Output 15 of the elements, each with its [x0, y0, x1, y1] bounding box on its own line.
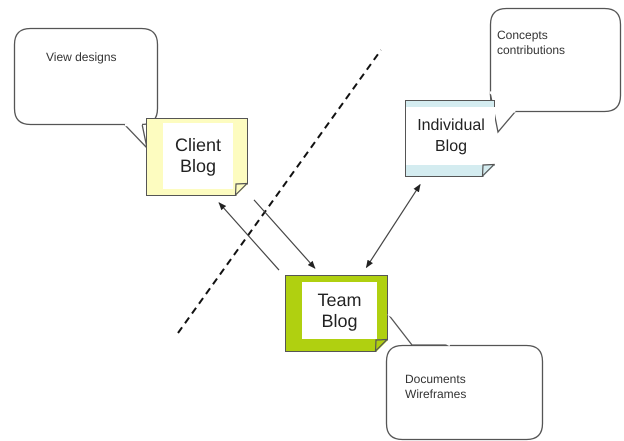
sticky-note — [405, 100, 495, 177]
callout-text: Concepts contributions — [497, 28, 566, 58]
speech-bubble — [488, 8, 622, 135]
speech-bubble — [386, 312, 544, 440]
speech-bubble — [14, 28, 160, 150]
callout-text: Documents Wireframes — [405, 372, 468, 402]
arrow — [254, 200, 316, 269]
note-title: Individual Blog — [416, 116, 486, 157]
note-title: Client Blog — [174, 135, 222, 177]
note-title: Team Blog — [316, 290, 362, 332]
arrow — [218, 202, 280, 270]
sticky-note — [285, 275, 388, 352]
sticky-note — [146, 118, 248, 196]
arrow — [366, 184, 421, 268]
callout-text: View designs — [46, 50, 118, 65]
